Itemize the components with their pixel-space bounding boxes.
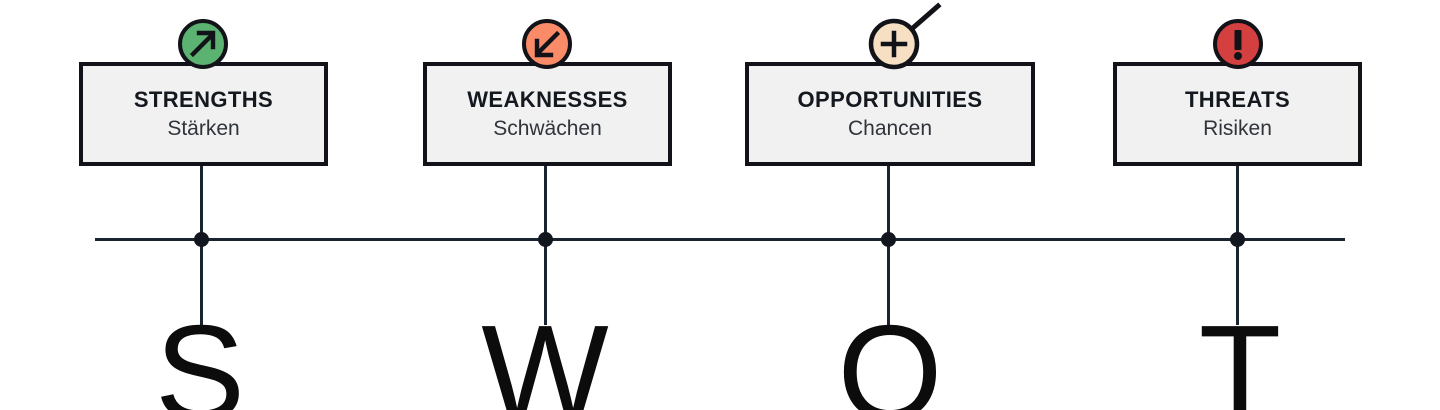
swot-box-strengths[interactable]: STRENGTHS Stärken bbox=[79, 62, 328, 166]
swot-box-opportunities[interactable]: OPPORTUNITIES Chancen bbox=[745, 62, 1035, 166]
exclamation-icon bbox=[1212, 18, 1264, 70]
axis-dot-strengths bbox=[194, 232, 209, 247]
axis-dot-threats bbox=[1230, 232, 1245, 247]
timeline-axis bbox=[95, 238, 1345, 241]
swot-letter-threats: T bbox=[1198, 297, 1282, 410]
swot-title-threats: THREATS bbox=[1184, 86, 1291, 112]
arrow-up-right-icon bbox=[177, 18, 229, 70]
swot-letter-strengths: S bbox=[154, 297, 246, 410]
swot-title-opportunities: OPPORTUNITIES bbox=[797, 86, 983, 112]
axis-dot-opportunities bbox=[881, 232, 896, 247]
swot-subtitle-strengths: Stärken bbox=[167, 117, 240, 141]
swot-subtitle-opportunities: Chancen bbox=[847, 117, 933, 141]
magnifier-plus-icon bbox=[862, 2, 952, 72]
arrow-down-left-icon bbox=[521, 18, 573, 70]
swot-box-threats[interactable]: THREATS Risiken bbox=[1113, 62, 1362, 166]
swot-subtitle-weaknesses: Schwächen bbox=[493, 117, 602, 141]
swot-title-strengths: STRENGTHS bbox=[133, 86, 274, 112]
swot-subtitle-threats: Risiken bbox=[1203, 117, 1272, 141]
swot-letter-weaknesses: W bbox=[481, 297, 609, 410]
swot-title-weaknesses: WEAKNESSES bbox=[467, 86, 628, 112]
swot-box-weaknesses[interactable]: WEAKNESSES Schwächen bbox=[423, 62, 672, 166]
axis-dot-weaknesses bbox=[538, 232, 553, 247]
swot-letter-opportunities: O bbox=[837, 297, 943, 410]
